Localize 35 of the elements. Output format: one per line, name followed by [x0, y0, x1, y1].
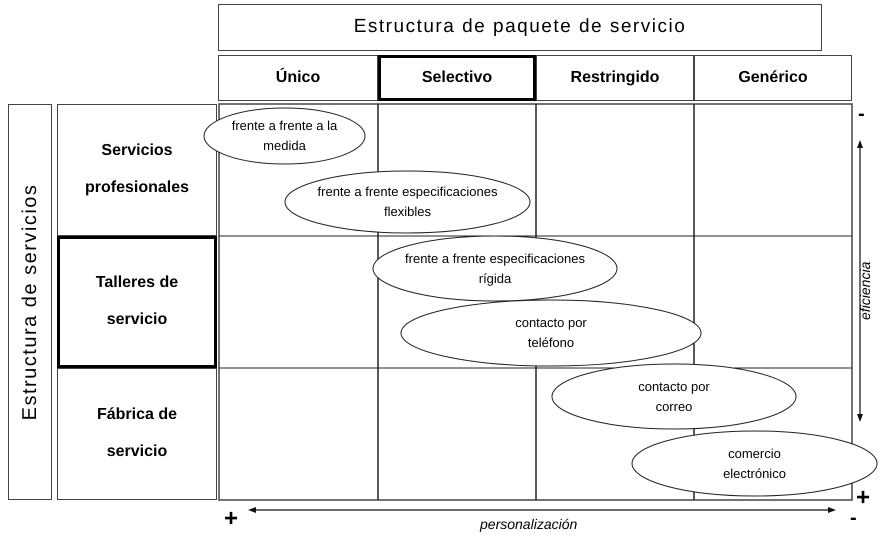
- header-band: [218, 4, 822, 51]
- oval-node: [372, 235, 618, 302]
- oval-label: frente a frente a la medida: [230, 117, 338, 155]
- band-title: Estructura de servicios: [18, 184, 42, 420]
- row-header: [57, 104, 217, 236]
- oval-node: [551, 363, 797, 430]
- oval-label: contacto por teléfono: [514, 314, 588, 352]
- column-title: Genérico: [738, 68, 808, 88]
- axis-label: -: [850, 508, 857, 528]
- band-title: Estructura de paquete de servicio: [354, 15, 686, 40]
- oval-node: [400, 299, 702, 367]
- column-header: [536, 55, 694, 101]
- oval-node: [284, 170, 531, 234]
- column-title: Único: [276, 66, 320, 88]
- oval-label: frente a frente especificaciones flexibles: [316, 183, 498, 221]
- oval-label: contacto por correo: [637, 378, 711, 416]
- axis-label: +: [224, 507, 238, 531]
- axis-label: +: [856, 486, 870, 510]
- oval-node: [203, 107, 366, 165]
- row-header: [57, 368, 217, 500]
- axis-label: eficiencia: [858, 262, 872, 320]
- oval-label: frente a frente especificaciones rígida: [404, 250, 586, 288]
- side-band: [8, 104, 52, 500]
- row-title: Fábrica de servicio: [96, 405, 178, 462]
- column-header: [694, 55, 852, 101]
- column-header: [378, 55, 536, 101]
- axis-label: personalización: [480, 517, 578, 531]
- column-title: Selectivo: [422, 68, 492, 88]
- row-header: [57, 236, 217, 368]
- row-title: Talleres de servicio: [94, 273, 180, 330]
- column-header: [218, 55, 378, 101]
- row-title: Servicios profesionales: [84, 141, 190, 198]
- oval-label: comercio electrónico: [722, 444, 787, 482]
- column-title: Restringido: [570, 68, 660, 88]
- axis-label: -: [858, 104, 865, 124]
